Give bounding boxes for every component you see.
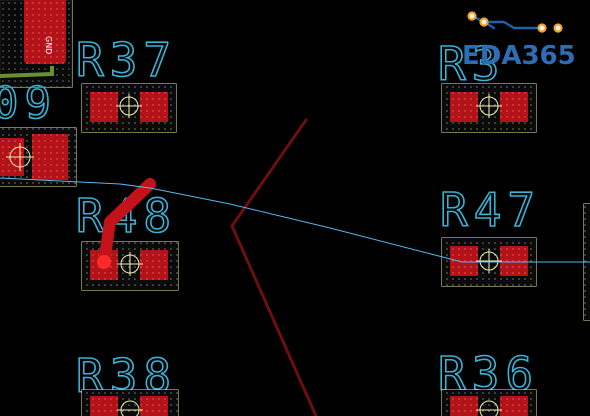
copper-trace[interactable] <box>98 178 156 268</box>
resistor-r36[interactable] <box>441 389 537 416</box>
refdes-09: 09 <box>0 78 57 129</box>
ratsnest-line[interactable] <box>0 177 590 263</box>
component-top-left[interactable]: GND <box>0 0 73 88</box>
resistor-r48[interactable] <box>81 241 179 291</box>
refdes-r47: R47 <box>440 183 541 237</box>
watermark-text: EDA365 <box>462 41 576 71</box>
resistor-r37[interactable] <box>81 83 177 133</box>
resistor-r35[interactable] <box>441 83 537 133</box>
resistor-r38[interactable] <box>81 389 179 416</box>
refdes-r35: R3 <box>438 37 505 91</box>
pin-marker-icon <box>97 255 111 269</box>
refdes-r37: R37 <box>76 33 177 87</box>
refdes-r48: R48 <box>76 189 177 243</box>
board-outline <box>230 118 318 416</box>
component-left-partial[interactable] <box>0 127 77 187</box>
eda365-logo: EDA365 <box>462 11 576 71</box>
pad-label-icon: GND <box>44 36 53 54</box>
